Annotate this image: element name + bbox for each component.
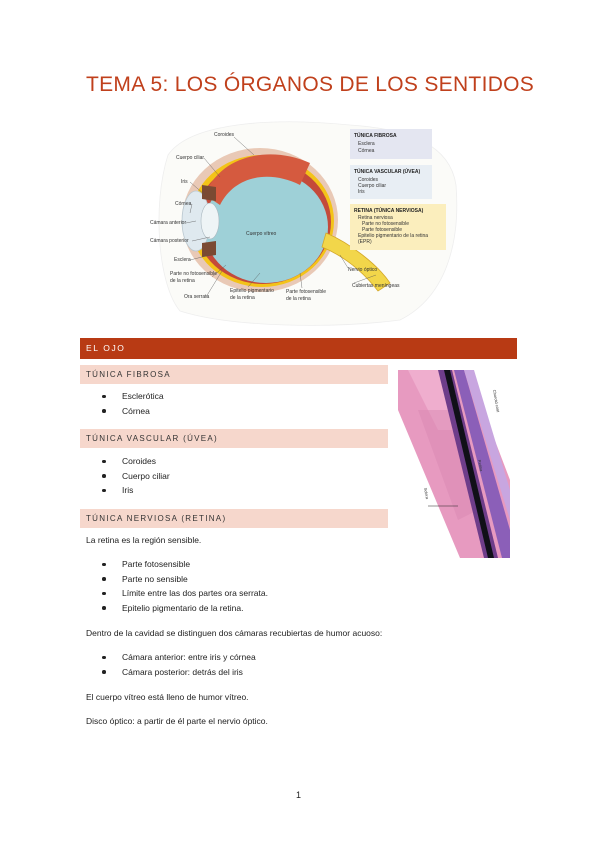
legend-title: RETINA (TÚNICA NERVIOSA) [354, 207, 424, 214]
fig-label: Cuerpo ciliar [176, 155, 204, 161]
fig-label: Epitelio pigmentario [230, 288, 274, 294]
fig-label: de la retina [286, 296, 311, 302]
label-cuerpo-vitreo: Cuerpo vítreo [246, 231, 277, 237]
fig-label: Parte no fotosensible [170, 271, 217, 277]
legend-item: Córnea [358, 148, 375, 154]
list-item: Cámara posterior: detrás del iris [100, 665, 256, 680]
legend-item: Parte no fotosensible [362, 221, 409, 227]
paragraph: Dentro de la cavidad se distinguen dos c… [86, 628, 383, 638]
list-nerviosa: Parte fotosensible Parte no sensible Lím… [100, 557, 268, 615]
fig-label: de la retina [170, 278, 195, 284]
histology-image: Choroid coat Retina Sclera [398, 370, 510, 558]
legend-item: Esclera [358, 141, 375, 147]
eye-anatomy-figure: Cuerpo vítreo Coroides Cuerpo ciliar Iri… [150, 121, 458, 326]
paragraph: Disco óptico: a partir de él parte el ne… [86, 716, 268, 726]
list-item: Límite entre las dos partes ora serrata. [100, 586, 268, 601]
list-item: Epitelio pigmentario de la retina. [100, 601, 268, 616]
fig-label: Coroides [214, 132, 235, 138]
list-item: Iris [100, 483, 170, 498]
list-item: Coroides [100, 454, 170, 469]
fig-label: Cámara anterior [150, 220, 186, 226]
subsection-header-fibrosa: TÚNICA FIBROSA [80, 365, 388, 384]
fig-label: Ora serrata [184, 294, 210, 300]
histo-label: Retina [477, 459, 484, 472]
fig-label: Parte fotosensible [286, 289, 326, 295]
subsection-header-nerviosa: TÚNICA NERVIOSA (RETINA) [80, 509, 388, 528]
fig-label: Iris [181, 179, 188, 185]
legend-title: TÚNICA VASCULAR (ÚVEA) [354, 168, 420, 175]
histo-label: Choroid coat [492, 389, 501, 413]
legend-item: Coroides [358, 177, 379, 183]
section-header-el-ojo: EL OJO [80, 338, 517, 359]
page-title: TEMA 5: LOS ÓRGANOS DE LOS SENTIDOS [86, 73, 535, 96]
list-item: Cuerpo ciliar [100, 469, 170, 484]
legend-item: Retina nerviosa [358, 215, 393, 221]
legend-title: TÚNICA FIBROSA [354, 132, 397, 139]
legend-item: Parte fotosensible [362, 227, 402, 233]
fig-label: Esclera [174, 257, 191, 263]
subsection-title: TÚNICA FIBROSA [86, 370, 171, 379]
subsection-title: TÚNICA VASCULAR (ÚVEA) [86, 434, 219, 443]
subsection-header-vascular: TÚNICA VASCULAR (ÚVEA) [80, 429, 388, 448]
legend-item: Epitelio pigmentario de la retina [358, 233, 428, 239]
legend-item: Cuerpo ciliar [358, 183, 386, 189]
legend-item: Iris [358, 189, 365, 195]
fig-label: de la retina [230, 295, 255, 301]
legend-item: (EPR) [358, 239, 372, 245]
list-item: Parte fotosensible [100, 557, 268, 572]
list-item: Cámara anterior: entre iris y córnea [100, 650, 256, 665]
subsection-title: TÚNICA NERVIOSA (RETINA) [86, 514, 227, 523]
list-vascular: Coroides Cuerpo ciliar Iris [100, 454, 170, 498]
section-title: EL OJO [86, 343, 126, 353]
paragraph: El cuerpo vítreo está lleno de humor vít… [86, 692, 249, 702]
list-fibrosa: Esclerótica Córnea [100, 389, 164, 418]
list-chambers: Cámara anterior: entre iris y córnea Cám… [100, 650, 256, 679]
list-item: Córnea [100, 404, 164, 419]
fig-label: Cubiertas meníngeas [352, 283, 400, 289]
fig-label: Córnea [175, 201, 192, 207]
fig-label: Nervio óptico [348, 267, 377, 273]
paragraph: La retina es la región sensible. [86, 535, 202, 545]
page-number: 1 [296, 790, 302, 800]
fig-label: Cámara posterior [150, 238, 189, 244]
histo-label: Sclera [423, 487, 430, 500]
list-item: Parte no sensible [100, 572, 268, 587]
list-item: Esclerótica [100, 389, 164, 404]
